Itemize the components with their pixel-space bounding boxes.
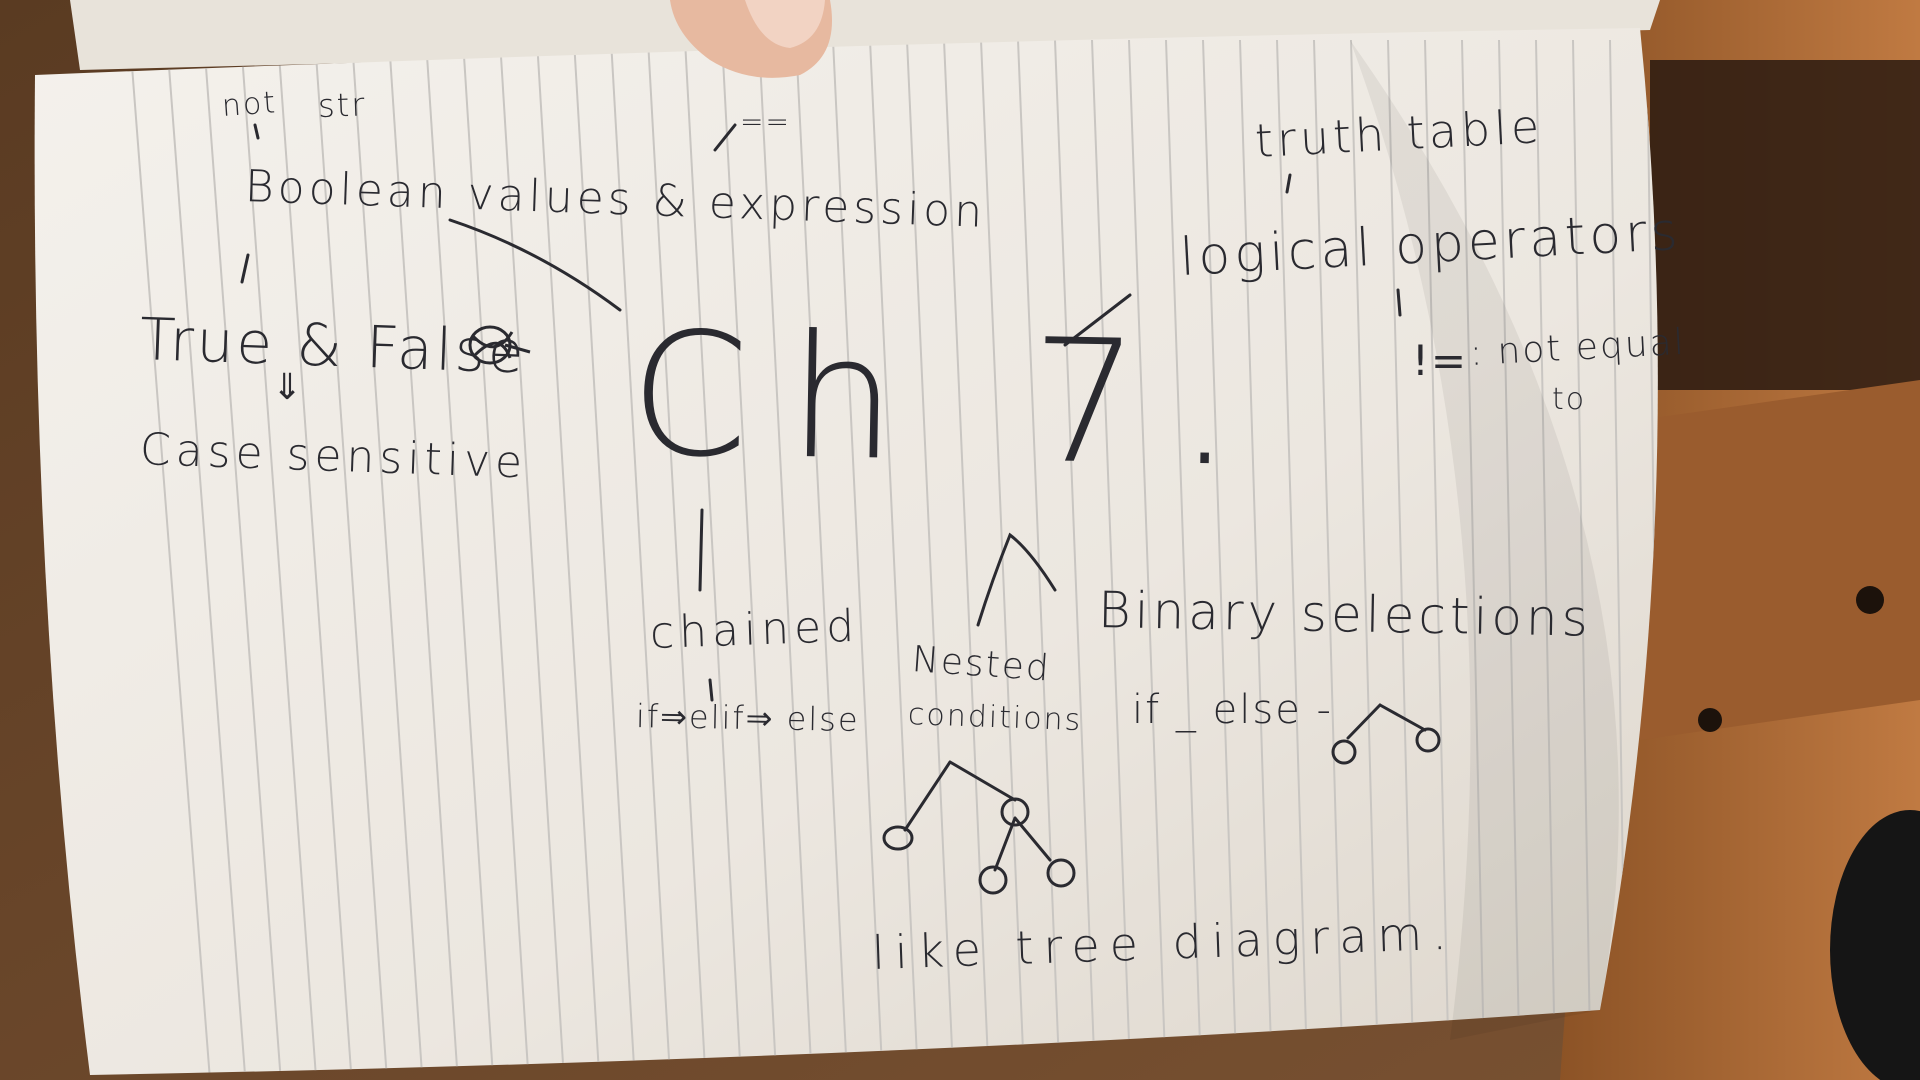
chapter-heading: Ch 7. bbox=[628, 296, 1275, 506]
ink-strokes bbox=[240, 123, 1427, 872]
note-truth-table: truth table bbox=[1253, 98, 1545, 168]
ruled-line bbox=[1017, 39, 1061, 1075]
ruled-line bbox=[203, 39, 282, 1075]
ruled-line bbox=[1276, 39, 1309, 1075]
ruled-line bbox=[1461, 39, 1486, 1075]
thumbnail-nail bbox=[745, 0, 825, 48]
ruled-line bbox=[1572, 39, 1592, 1075]
notebook-back-page bbox=[70, 0, 1660, 70]
ruled-line bbox=[1535, 39, 1557, 1075]
note-case-sensitive: Case sensitive bbox=[139, 424, 528, 489]
ruled-line bbox=[388, 39, 459, 1075]
tree-binary-branch bbox=[1346, 703, 1427, 740]
ruled-line bbox=[314, 39, 388, 1075]
drawer-knob bbox=[1698, 708, 1722, 732]
page-shadow bbox=[1350, 40, 1619, 1040]
tree-node bbox=[1046, 858, 1076, 888]
ruled-line bbox=[240, 39, 318, 1075]
ruled-line bbox=[610, 39, 672, 1075]
ruled-line bbox=[166, 39, 247, 1075]
ruled-line bbox=[573, 39, 636, 1075]
tree-nodes bbox=[882, 727, 1441, 895]
stroke-ch-to-nested-binary bbox=[976, 532, 1057, 627]
ruled-line bbox=[1424, 39, 1450, 1075]
note-arrow-down: ⇓ bbox=[272, 367, 305, 408]
ruled-line bbox=[795, 39, 849, 1075]
ruled-line bbox=[1165, 39, 1203, 1075]
ruled-line bbox=[536, 39, 601, 1075]
tree-nested-branch bbox=[903, 760, 1052, 872]
stroke-chained-tick bbox=[708, 678, 714, 702]
ruled-line bbox=[943, 39, 990, 1075]
ruled-line bbox=[1091, 39, 1132, 1075]
ruled-line bbox=[1239, 39, 1273, 1075]
ruled-line bbox=[1054, 39, 1096, 1075]
note-not-equal-symbol: != bbox=[1412, 336, 1469, 385]
tree-node bbox=[1331, 739, 1357, 765]
ruled-line bbox=[1313, 39, 1344, 1075]
stroke-ch-to-chained bbox=[698, 508, 704, 592]
ruled-line bbox=[832, 39, 884, 1075]
ruled-line bbox=[758, 39, 813, 1075]
note-true-false: True & False bbox=[138, 305, 528, 387]
tree-node bbox=[1000, 797, 1030, 827]
note-eq-operator: == bbox=[740, 105, 791, 138]
stroke-eq-pointer bbox=[713, 123, 737, 152]
stroke-not-tick bbox=[253, 123, 260, 140]
note-binary-selections: Binary selections bbox=[1097, 581, 1593, 648]
cabinet-drawer bbox=[1640, 380, 1920, 740]
ruled-line bbox=[351, 39, 424, 1075]
ruled-line bbox=[1202, 39, 1238, 1075]
note-nested-conditions: conditions bbox=[907, 697, 1083, 739]
note-not-equal-to: to bbox=[1552, 382, 1587, 417]
note-chained: chained bbox=[649, 600, 860, 659]
note-str: str bbox=[317, 85, 368, 125]
ruled-line bbox=[684, 39, 742, 1075]
stroke-boolean-to-true bbox=[240, 253, 250, 284]
ruled-line bbox=[869, 39, 919, 1075]
note-chained-flow: if⇒elif⇒ else bbox=[635, 697, 860, 739]
ruled-line bbox=[277, 39, 353, 1075]
ruled-line bbox=[721, 39, 778, 1075]
ruled-line bbox=[499, 39, 565, 1075]
ruled-line bbox=[906, 39, 955, 1075]
tree-node bbox=[978, 865, 1008, 895]
scribble-mark bbox=[468, 325, 531, 365]
note-if-else: if _ else - bbox=[1132, 687, 1333, 733]
cabinet-dark-gap bbox=[1650, 60, 1920, 390]
ruled-line bbox=[1350, 39, 1380, 1075]
ruled-line bbox=[980, 39, 1026, 1075]
tree-node bbox=[1415, 727, 1441, 753]
note-not: not bbox=[220, 85, 279, 124]
ruled-line bbox=[1128, 39, 1167, 1075]
note-nested: Nested bbox=[910, 639, 1053, 690]
ruled-lines bbox=[129, 39, 1658, 1075]
ruled-line bbox=[647, 39, 707, 1075]
stroke-truth-tick bbox=[1285, 173, 1292, 194]
stroke-ch-to-logical bbox=[1063, 293, 1132, 347]
ruled-line bbox=[1498, 39, 1521, 1075]
drawer-knob bbox=[1856, 586, 1884, 614]
stroke-boolean-to-ch bbox=[448, 218, 622, 312]
stroke-logical-tick bbox=[1396, 288, 1402, 317]
ruled-line bbox=[425, 39, 495, 1075]
chair-edge bbox=[1830, 810, 1920, 1080]
ruled-line bbox=[129, 39, 211, 1075]
ruled-line bbox=[1387, 39, 1415, 1075]
tree-node bbox=[882, 825, 914, 851]
ruled-line bbox=[462, 39, 530, 1075]
